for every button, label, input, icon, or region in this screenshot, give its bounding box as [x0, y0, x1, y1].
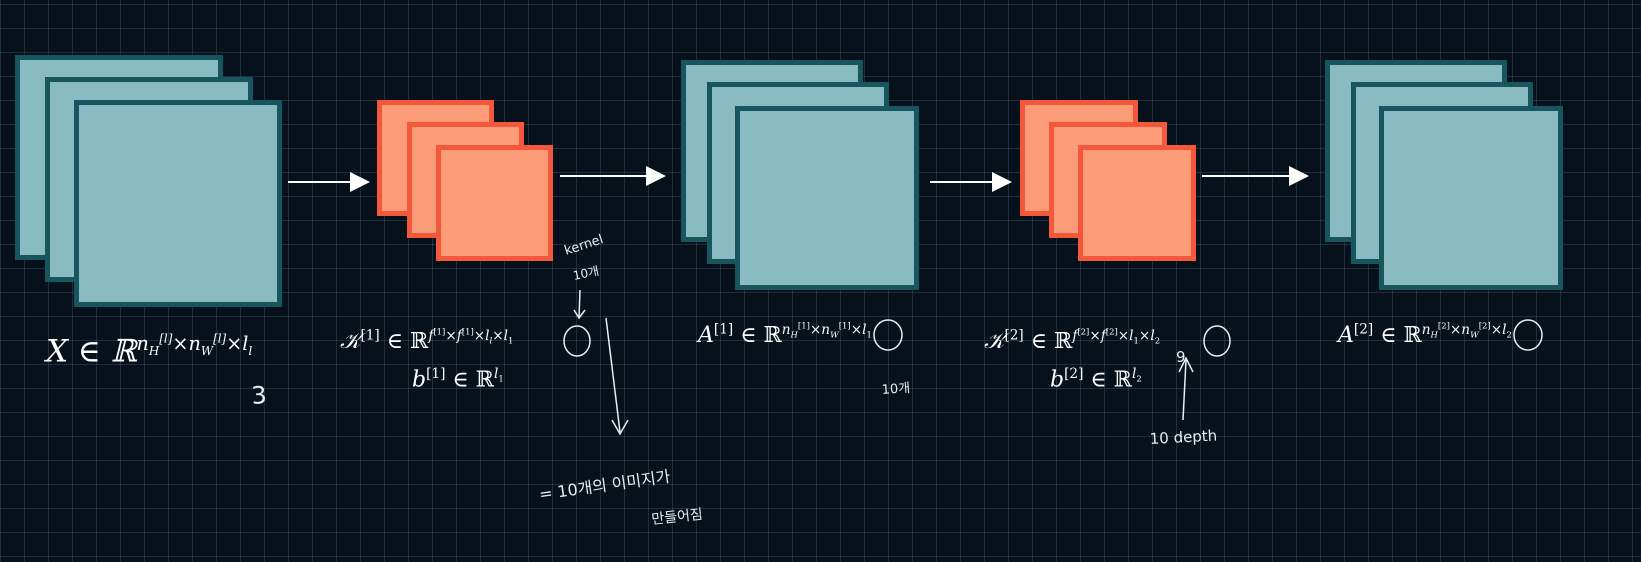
kernel-2-label: 𝒦[2] ∈ ℝf[2]×f[2]×l1×l2 — [984, 326, 1161, 354]
note-bottom-line2: 만들어짐 — [651, 507, 704, 528]
hand-arrow-long-down — [605, 317, 621, 433]
kernel-1-slice-3 — [436, 145, 553, 261]
note-depth: 10 depth — [1149, 426, 1217, 448]
hand-arrow-kernel-note — [578, 289, 581, 319]
bias-1-label: b[1] ∈ ℝl1 — [412, 366, 504, 393]
note-bottom-line1: = 10개의 이미지가 — [538, 467, 672, 504]
note-kernel-word: kernel — [563, 232, 606, 259]
kernel-1-label: 𝒦[1] ∈ ℝf[1]×f[1]×ll×l1 — [340, 326, 514, 354]
note-kernel-count: 10개 — [572, 264, 601, 283]
circle-a1-depth — [873, 319, 903, 351]
circle-kernel1-depth — [563, 325, 591, 357]
note-input-depth: 3 — [250, 381, 267, 410]
bias-2-label: b[2] ∈ ℝl2 — [1050, 366, 1142, 393]
circle-a2-depth — [1513, 319, 1543, 351]
activation-a2-label: A[2] ∈ ℝnH[2]×nW[2]×l2 — [1338, 320, 1512, 348]
note-a1-count: 10개 — [881, 381, 910, 398]
note-depth-digit: 9 — [1176, 348, 1186, 366]
circle-kernel2-depth — [1203, 325, 1231, 357]
kernel-2-slice-3 — [1078, 145, 1196, 261]
input-x-slice-3 — [74, 100, 282, 307]
input-x-label-text: X ∈ ℝ — [46, 333, 137, 370]
activation-a2-slice-3 — [1379, 106, 1563, 290]
activation-a1-slice-3 — [735, 106, 919, 290]
activation-a1-label: A[1] ∈ ℝnH[1]×nW[1]×l1 — [698, 320, 872, 348]
hand-arrow-depth-up — [1182, 359, 1187, 421]
input-x-label: X ∈ ℝnH[l]×nW[l]×ll — [46, 332, 253, 370]
